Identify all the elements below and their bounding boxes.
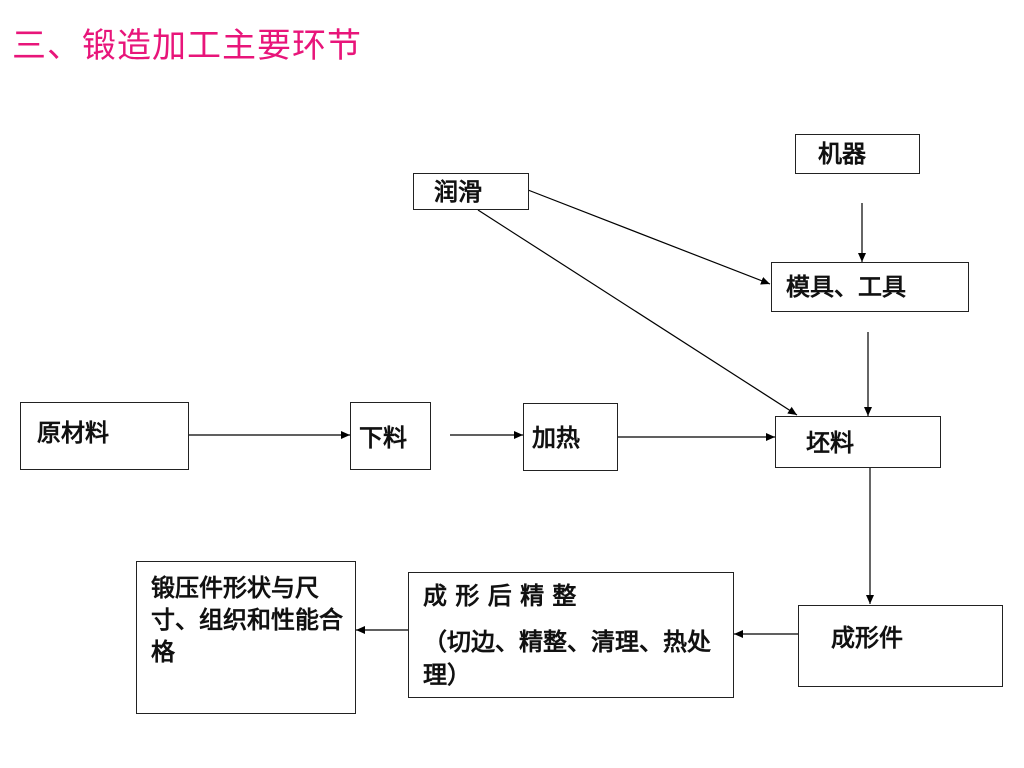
heating-box: 加热 <box>523 403 618 471</box>
blank-label: 坯料 <box>806 428 854 457</box>
lubrication-box: 润滑 <box>413 173 529 210</box>
result-label: 锻压件形状与尺寸、组织和性能合格 <box>151 573 343 666</box>
finishing-title: 成 形 后 精 整 <box>423 581 577 610</box>
lubrication-label: 润滑 <box>434 177 482 206</box>
slide-title: 三、锻造加工主要环节 <box>12 26 362 66</box>
formed-part-label: 成形件 <box>831 623 903 652</box>
die-tool-box: 模具、工具 <box>771 262 969 312</box>
heating-label: 加热 <box>532 423 580 452</box>
machine-box: 机器 <box>795 134 920 174</box>
machine-label: 机器 <box>818 139 866 168</box>
result-box: 锻压件形状与尺寸、组织和性能合格 <box>136 561 356 714</box>
raw-material-box: 原材料 <box>20 402 189 470</box>
cutting-label: 下料 <box>359 423 407 452</box>
blank-box: 坯料 <box>775 416 941 468</box>
die-tool-label: 模具、工具 <box>786 272 906 301</box>
raw-material-label: 原材料 <box>37 418 109 447</box>
arrow-lubrication-to-blank <box>477 209 798 416</box>
arrow-lubrication-to-die <box>527 189 771 285</box>
finishing-detail: （切边、精整、清理、热处理） <box>423 626 711 690</box>
formed-part-box: 成形件 <box>798 605 1003 687</box>
cutting-box: 下料 <box>350 402 431 470</box>
finishing-box: 成 形 后 精 整 （切边、精整、清理、热处理） <box>408 572 734 698</box>
